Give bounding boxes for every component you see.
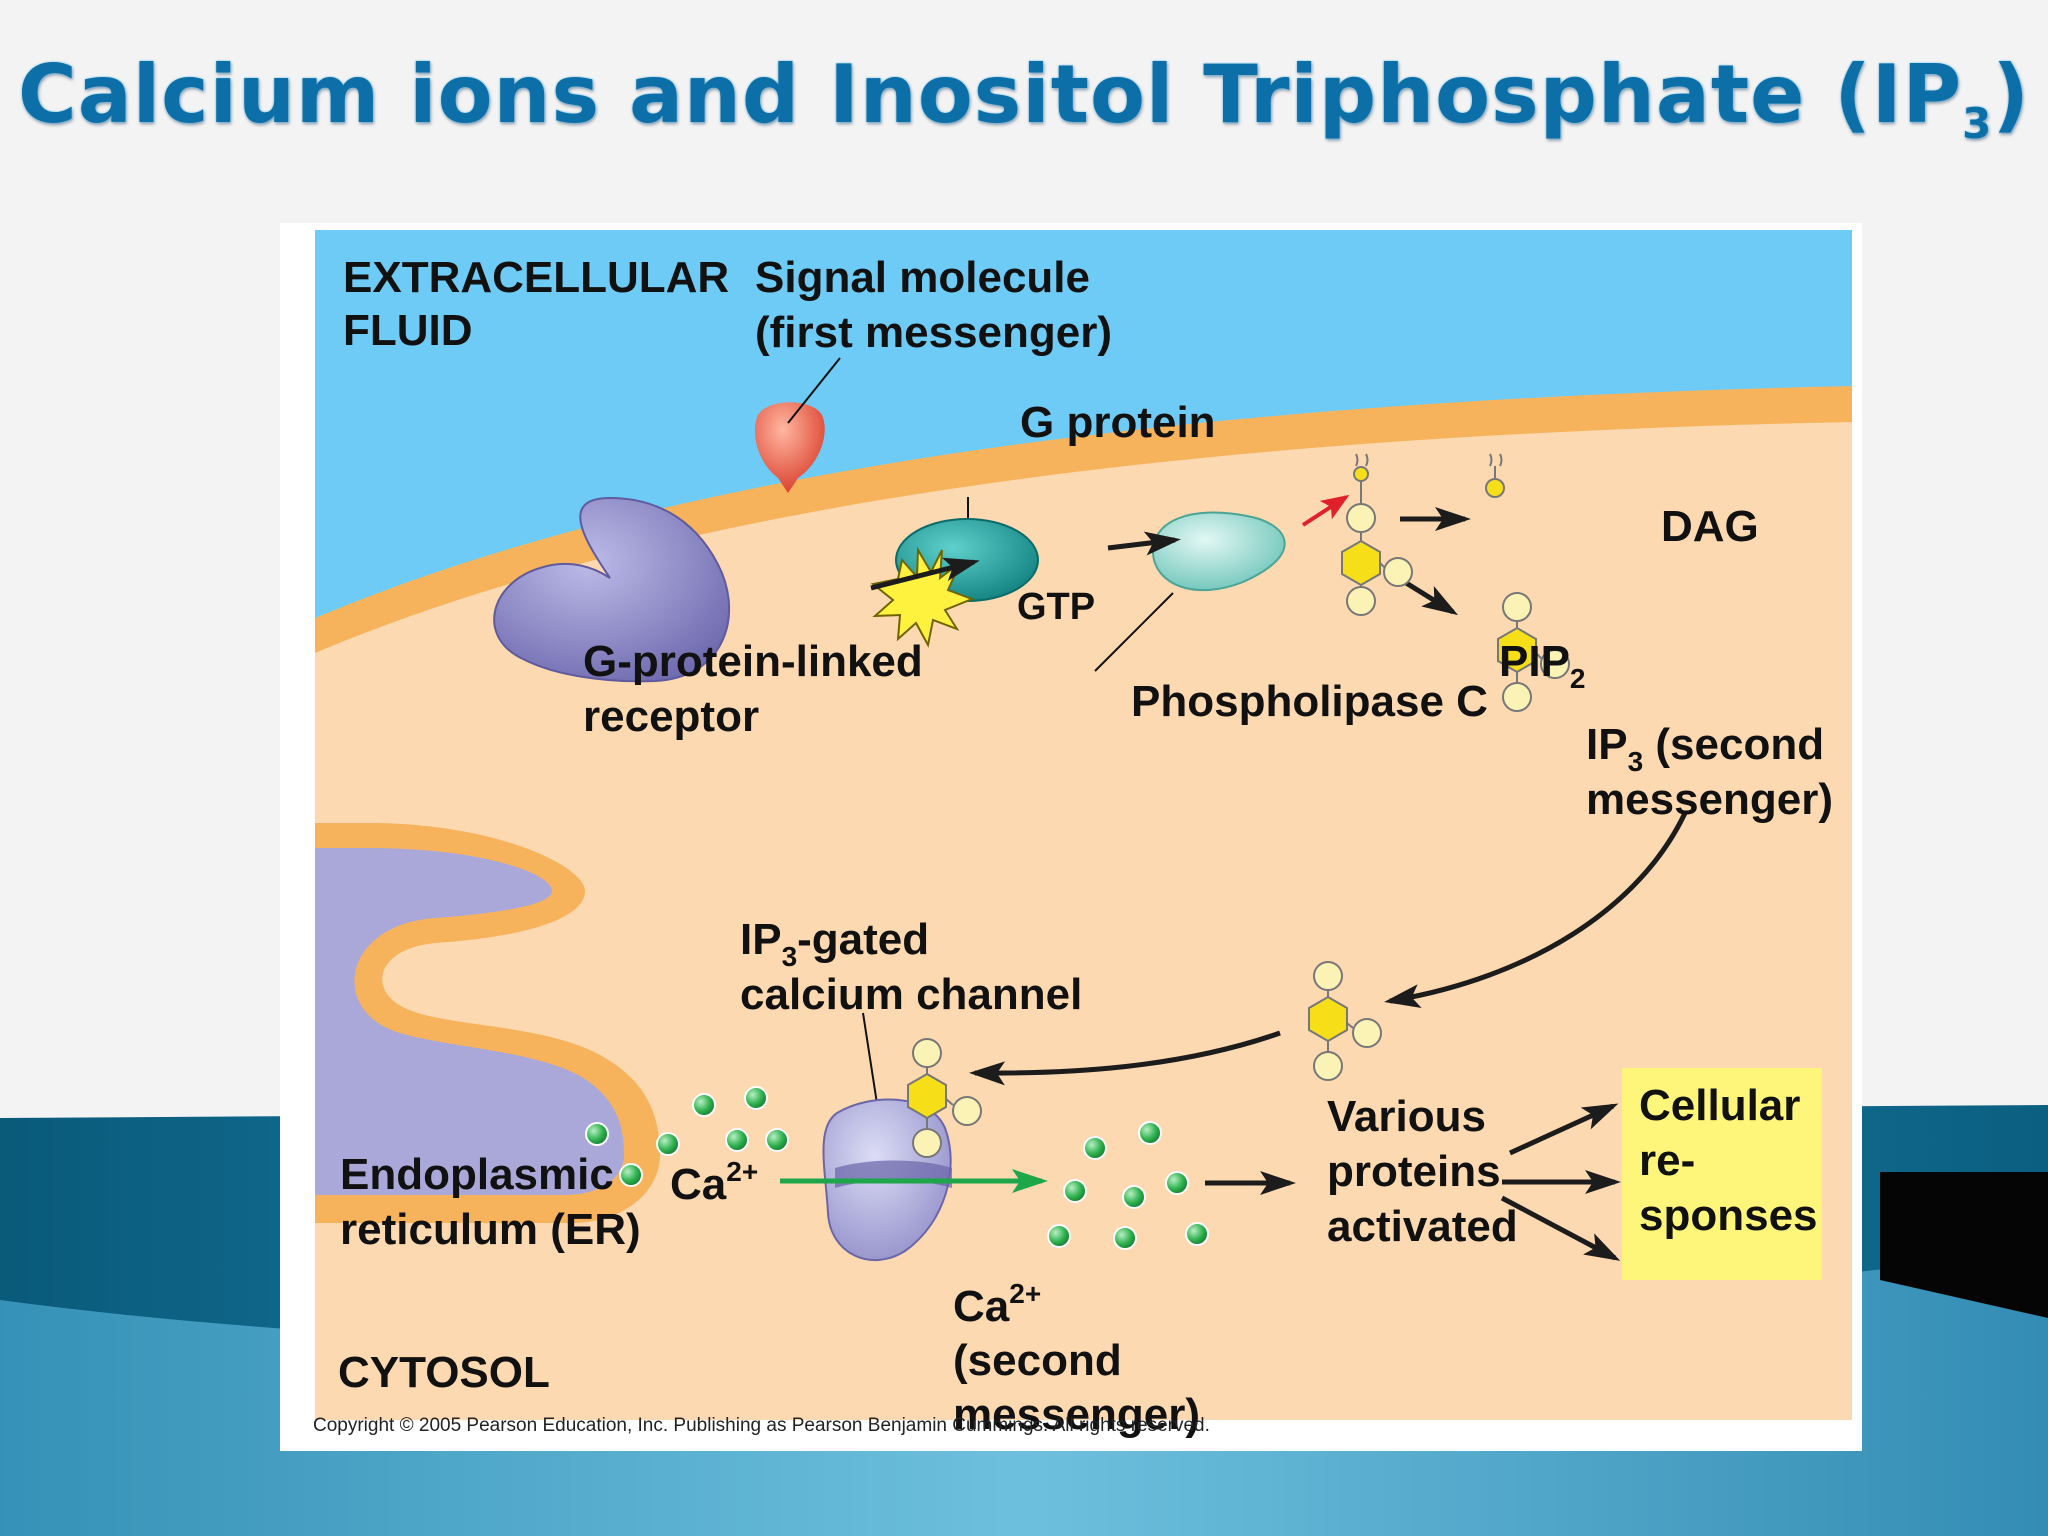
extracellular-label-line2: FLUID bbox=[343, 306, 473, 355]
ca-second-messenger-label-line1: Ca2+ bbox=[953, 1278, 1042, 1331]
cellular-responses-box bbox=[1622, 1068, 1822, 1280]
cytosol-label: CYTOSOL bbox=[338, 1348, 550, 1397]
signal-molecule-label-line1: Signal molecule bbox=[755, 253, 1090, 302]
slide-title: Calcium ions and Inositol Triphosphate (… bbox=[18, 48, 2030, 148]
signal-molecule-label-line2: (first messenger) bbox=[755, 308, 1113, 357]
responses-label-line2: re- bbox=[1639, 1136, 1696, 1185]
signaling-diagram bbox=[315, 230, 1852, 1420]
gtp-label: GTP bbox=[1017, 586, 1096, 628]
ca-er-label: Ca2+ bbox=[670, 1156, 759, 1209]
channel-label-line1: IP3-gated bbox=[740, 915, 930, 972]
responses-label-line3: sponses bbox=[1639, 1191, 1818, 1240]
ip3-label-line2: messenger) bbox=[1586, 775, 1834, 824]
responses-label-line1: Cellular bbox=[1639, 1081, 1801, 1130]
pip2-label: PIP2 bbox=[1499, 637, 1586, 694]
phospholipase-label: Phospholipase C bbox=[1131, 677, 1488, 726]
proteins-label-line1: Various bbox=[1327, 1092, 1486, 1141]
extracellular-label-line1: EXTRACELLULAR bbox=[343, 253, 730, 302]
dag-label: DAG bbox=[1661, 502, 1759, 551]
g-protein-label: G protein bbox=[1020, 398, 1216, 447]
receptor-label-line2: receptor bbox=[583, 692, 760, 741]
proteins-label-line2: proteins bbox=[1327, 1147, 1501, 1196]
er-label-line1: Endoplasmic bbox=[340, 1150, 614, 1199]
channel-label-line2: calcium channel bbox=[740, 970, 1083, 1019]
ip3-label-line1: IP3 (second bbox=[1586, 720, 1825, 777]
receptor-label-line1: G-protein-linked bbox=[583, 637, 923, 686]
proteins-label-line3: activated bbox=[1327, 1202, 1518, 1251]
figure-frame: EXTRACELLULAR FLUID Signal molecule (fir… bbox=[280, 223, 1862, 1451]
ca-second-messenger-label-line3: messenger) bbox=[953, 1390, 1201, 1439]
copyright-notice: Copyright © 2005 Pearson Education, Inc.… bbox=[313, 1415, 1210, 1436]
ca-second-messenger-label-line2: (second bbox=[953, 1336, 1122, 1385]
er-label-line2: reticulum (ER) bbox=[340, 1205, 641, 1254]
